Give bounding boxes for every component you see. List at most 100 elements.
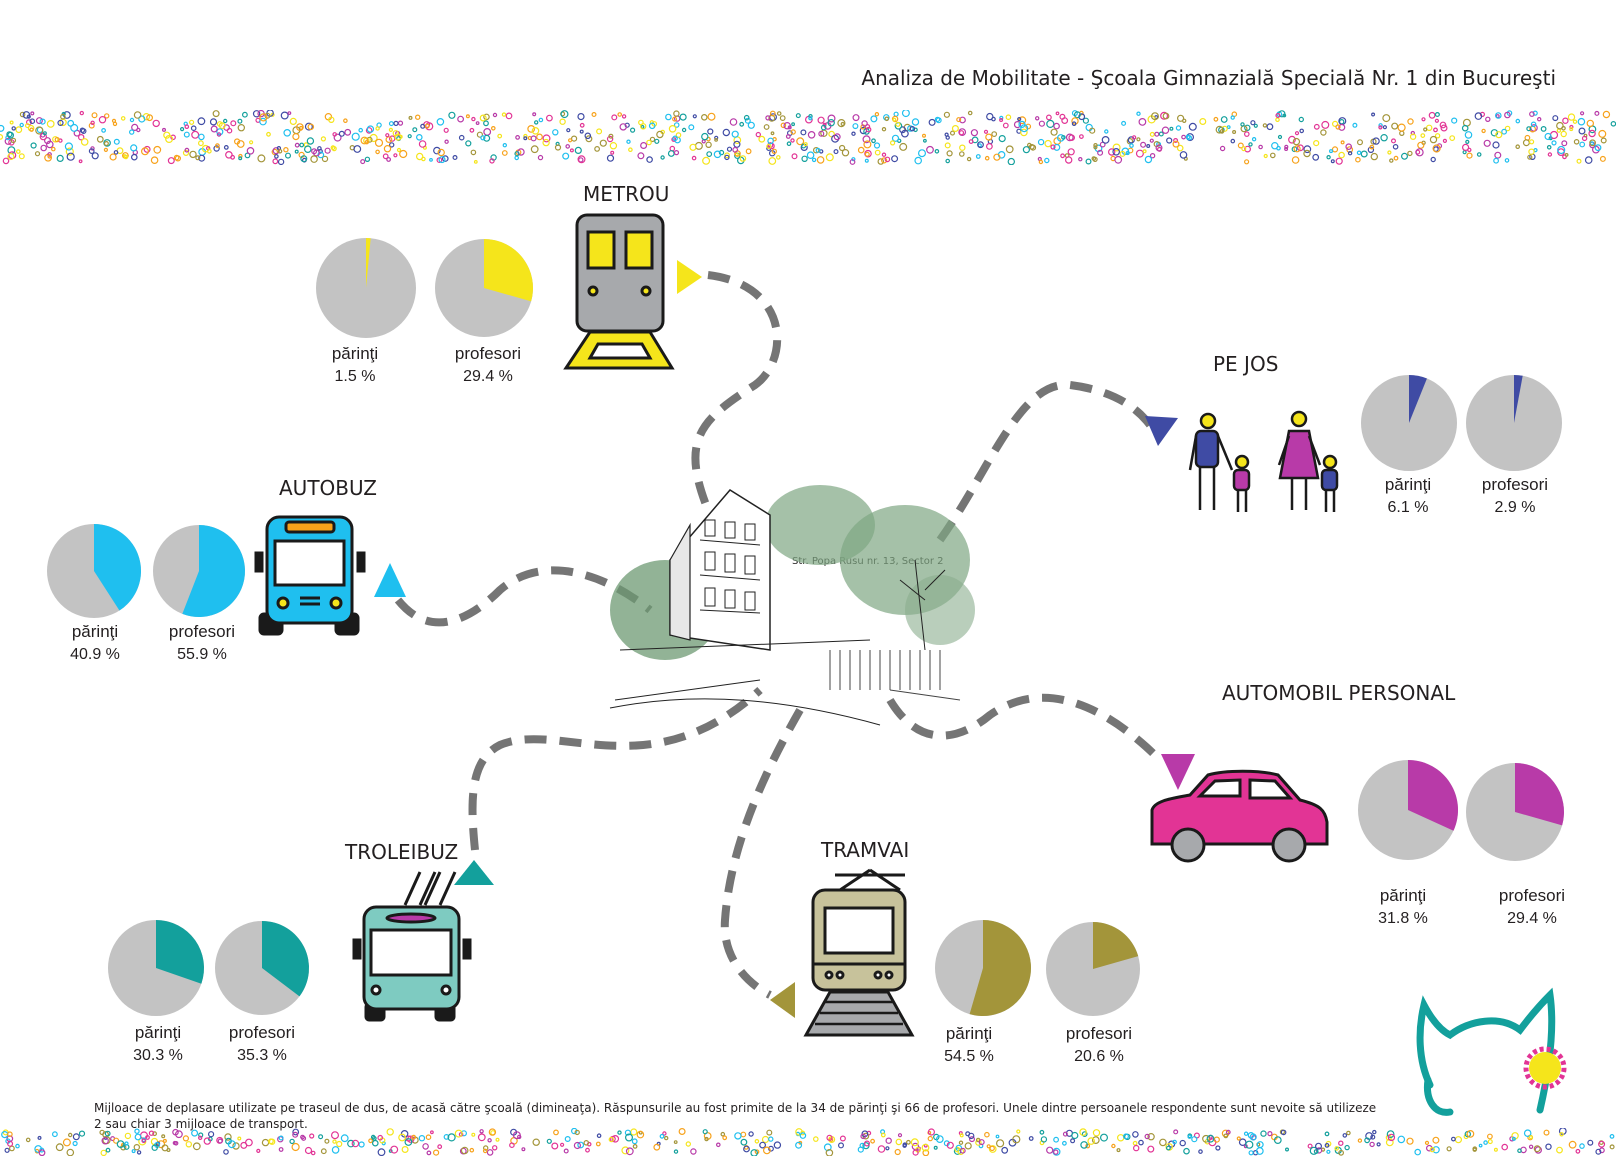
confetti-dot xyxy=(1434,118,1440,123)
confetti-dot xyxy=(1267,1130,1273,1137)
confetti-dot xyxy=(891,134,900,142)
confetti-dot xyxy=(1428,111,1436,119)
confetti-dot xyxy=(889,140,896,146)
confetti-dot xyxy=(1215,125,1224,134)
confetti-dot xyxy=(490,125,496,131)
confetti-dot xyxy=(1135,149,1144,158)
pie-tramvai-profesori-slice xyxy=(1093,922,1139,969)
confetti-dot xyxy=(985,133,993,141)
confetti-dot xyxy=(995,1139,1005,1148)
confetti-dot xyxy=(7,131,15,139)
confetti-dot xyxy=(945,158,951,164)
confetti-dot xyxy=(1061,117,1069,125)
confetti-dot xyxy=(537,154,544,161)
confetti-dot xyxy=(411,1134,417,1140)
confetti-dot xyxy=(901,110,910,118)
confetti-dot xyxy=(268,1138,274,1145)
confetti-dot xyxy=(523,133,528,139)
confetti-dot xyxy=(1303,145,1312,154)
confetti-dot xyxy=(1577,117,1586,126)
confetti-dot xyxy=(15,126,23,134)
confetti-dot xyxy=(796,137,805,146)
confetti-dot xyxy=(527,124,536,133)
confetti-dot xyxy=(1046,119,1055,128)
confetti-dot xyxy=(422,1143,429,1150)
confetti-dot xyxy=(252,110,261,118)
confetti-dot xyxy=(1126,138,1134,145)
confetti-dot xyxy=(2,157,10,165)
confetti-dot xyxy=(1070,1138,1076,1144)
confetti-dot xyxy=(1557,145,1566,155)
confetti-dot xyxy=(1504,125,1511,132)
confetti-dot xyxy=(1144,1133,1150,1140)
confetti-dot xyxy=(921,1143,930,1152)
confetti-dot xyxy=(754,1139,760,1144)
confetti-dot xyxy=(1432,1146,1440,1154)
confetti-dot xyxy=(632,1144,638,1149)
confetti-dot xyxy=(1309,1146,1318,1155)
confetti-dot xyxy=(795,1141,803,1149)
confetti-dot xyxy=(745,148,752,155)
confetti-dot xyxy=(447,1133,456,1142)
confetti-dot xyxy=(532,112,537,117)
confetti-dot xyxy=(1515,118,1521,124)
confetti-dot xyxy=(1155,144,1163,152)
confetti-dot xyxy=(259,113,268,122)
confetti-dot xyxy=(1429,1146,1436,1153)
confetti-dot xyxy=(766,1129,773,1136)
confetti-dot xyxy=(249,140,254,145)
confetti-dot xyxy=(1007,157,1015,165)
confetti-dot xyxy=(984,155,990,161)
confetti-dot xyxy=(1230,115,1235,120)
confetti-dot xyxy=(553,1129,559,1136)
confetti-dot xyxy=(881,127,887,132)
confetti-dot xyxy=(790,129,796,135)
confetti-dot xyxy=(729,118,738,126)
confetti-dot xyxy=(536,133,543,141)
confetti-dot xyxy=(1053,143,1061,151)
confetti-dot xyxy=(917,149,926,158)
confetti-dot xyxy=(371,1139,379,1147)
confetti-dot xyxy=(1087,1137,1096,1145)
confetti-dot xyxy=(1501,128,1507,135)
confetti-dot xyxy=(1277,134,1283,140)
confetti-dot xyxy=(1191,1136,1198,1143)
confetti-dot xyxy=(877,1145,886,1153)
confetti-dot xyxy=(1572,119,1578,124)
confetti-dot xyxy=(1199,118,1207,126)
confetti-dot xyxy=(1146,143,1151,148)
confetti-dot xyxy=(7,1140,14,1147)
confetti-dot xyxy=(124,1132,132,1140)
confetti-dot xyxy=(1273,1136,1282,1145)
confetti-dot xyxy=(688,124,695,131)
confetti-dot xyxy=(236,140,245,148)
confetti-dot xyxy=(64,142,74,151)
confetti-dot xyxy=(1493,157,1499,164)
confetti-dot xyxy=(321,155,329,163)
confetti-dot xyxy=(1284,146,1289,151)
confetti-dot xyxy=(292,133,300,141)
confetti-dot xyxy=(483,1145,489,1151)
confetti-dot xyxy=(1082,117,1090,124)
confetti-dot xyxy=(296,123,304,132)
confetti-dot xyxy=(1407,150,1413,157)
confetti-dot xyxy=(1420,133,1426,139)
confetti-dot xyxy=(734,1132,742,1140)
confetti-dot xyxy=(56,154,64,163)
confetti-dot xyxy=(873,142,881,149)
confetti-dot xyxy=(671,137,677,142)
confetti-dot xyxy=(857,1146,864,1153)
confetti-dot xyxy=(320,136,326,142)
confetti-dot xyxy=(184,124,190,130)
confetti-dot xyxy=(1559,1132,1564,1137)
confetti-dot xyxy=(1346,1130,1351,1136)
confetti-dot xyxy=(1474,112,1483,120)
confetti-dot xyxy=(744,117,751,124)
confetti-dot xyxy=(1270,152,1276,159)
confetti-dot xyxy=(25,123,31,129)
confetti-dot xyxy=(1544,132,1552,141)
confetti-dot xyxy=(1587,1139,1594,1146)
confetti-dot xyxy=(959,1133,964,1138)
confetti-dot xyxy=(852,114,860,122)
confetti-dot xyxy=(377,1148,386,1156)
